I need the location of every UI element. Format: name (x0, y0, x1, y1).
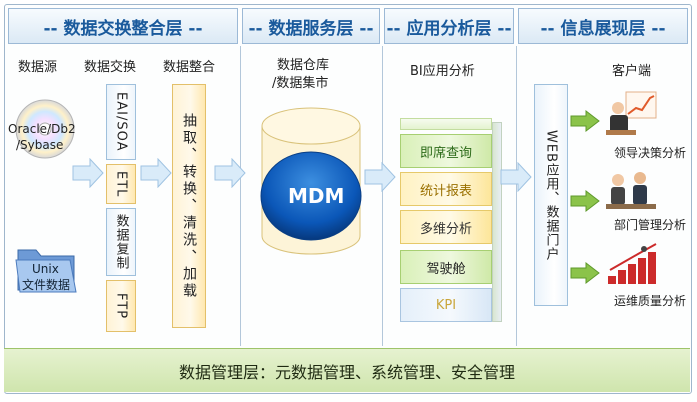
exchange-data-copy: 数据复制 (106, 208, 136, 276)
arrow-right-icon (570, 110, 600, 132)
ops-quality-chart-icon (608, 243, 657, 284)
client-department-management: 部门管理分析 (614, 218, 687, 232)
subtitle-data-source: 数据源 (18, 60, 58, 75)
warehouse-title: 数据仓库 (277, 58, 330, 73)
bi-analysis-title: BI应用分析 (410, 64, 475, 79)
web-portal-box: WEB应用、数据门户 (534, 84, 568, 306)
stack-dashboard: 驾驶舱 (400, 250, 492, 284)
arrow-right-icon (570, 262, 600, 284)
client-leader-decision: 领导决策分析 (614, 146, 687, 160)
stack-multidimensional-analysis: 多维分析 (400, 210, 492, 244)
stack-top-cap (400, 118, 492, 130)
integration-process-label: 抽取、转换、清洗、加载 (181, 112, 197, 300)
column-divider (516, 46, 517, 346)
arrow-right-icon (140, 158, 172, 188)
mdm-disc-icon (260, 151, 362, 241)
stack-kpi: KPI (400, 288, 492, 322)
unix-label: Unix (32, 262, 59, 276)
sybase-label: /Sybase (16, 138, 64, 152)
header-service-layer: -- 数据服务层 -- (242, 8, 380, 44)
client-ops-quality: 运维质量分析 (614, 294, 687, 308)
data-copy-label: 数据复制 (113, 214, 129, 270)
integration-process-box: 抽取、转换、清洗、加载 (172, 84, 206, 328)
header-presentation-layer: -- 信息展现层 -- (518, 8, 688, 44)
data-management-layer: 数据管理层：元数据管理、系统管理、安全管理 (4, 348, 690, 392)
datamart-title: /数据集市 (272, 76, 329, 91)
stack-adhoc-query: 即席查询 (400, 134, 492, 168)
exchange-eai-soa: EAI/SOA (106, 84, 136, 160)
etl-label: ETL (113, 170, 129, 198)
subtitle-data-integration: 数据整合 (163, 60, 216, 75)
arrow-right-icon (364, 162, 396, 192)
client-title: 客户端 (612, 64, 652, 79)
exchange-ftp: FTP (106, 280, 136, 332)
stack-side-face (492, 122, 502, 322)
column-divider (382, 46, 383, 346)
header-exchange-layer: -- 数据交换整合层 -- (8, 8, 238, 44)
mdm-label: MDM (288, 184, 345, 208)
leader-chart-icon (606, 91, 657, 135)
eai-soa-label: EAI/SOA (113, 92, 129, 152)
web-portal-label: WEB应用、数据门户 (543, 129, 559, 261)
subtitle-data-exchange: 数据交换 (84, 60, 137, 75)
header-analysis-layer: -- 应用分析层 -- (384, 8, 514, 44)
arrow-right-icon (72, 158, 104, 188)
column-divider (240, 46, 241, 346)
folder-icon (15, 249, 77, 293)
exchange-etl: ETL (106, 164, 136, 204)
arrow-right-icon (500, 162, 532, 192)
unix-file-label: 文件数据 (22, 278, 71, 292)
oracle-label: Oracle/Db2 (8, 122, 76, 136)
department-meeting-icon (606, 172, 656, 209)
database-disc-icon (15, 99, 75, 159)
arrow-right-icon (214, 158, 246, 188)
stack-statistical-report: 统计报表 (400, 172, 492, 206)
arrow-right-icon (570, 190, 600, 212)
ftp-label: FTP (113, 292, 129, 320)
